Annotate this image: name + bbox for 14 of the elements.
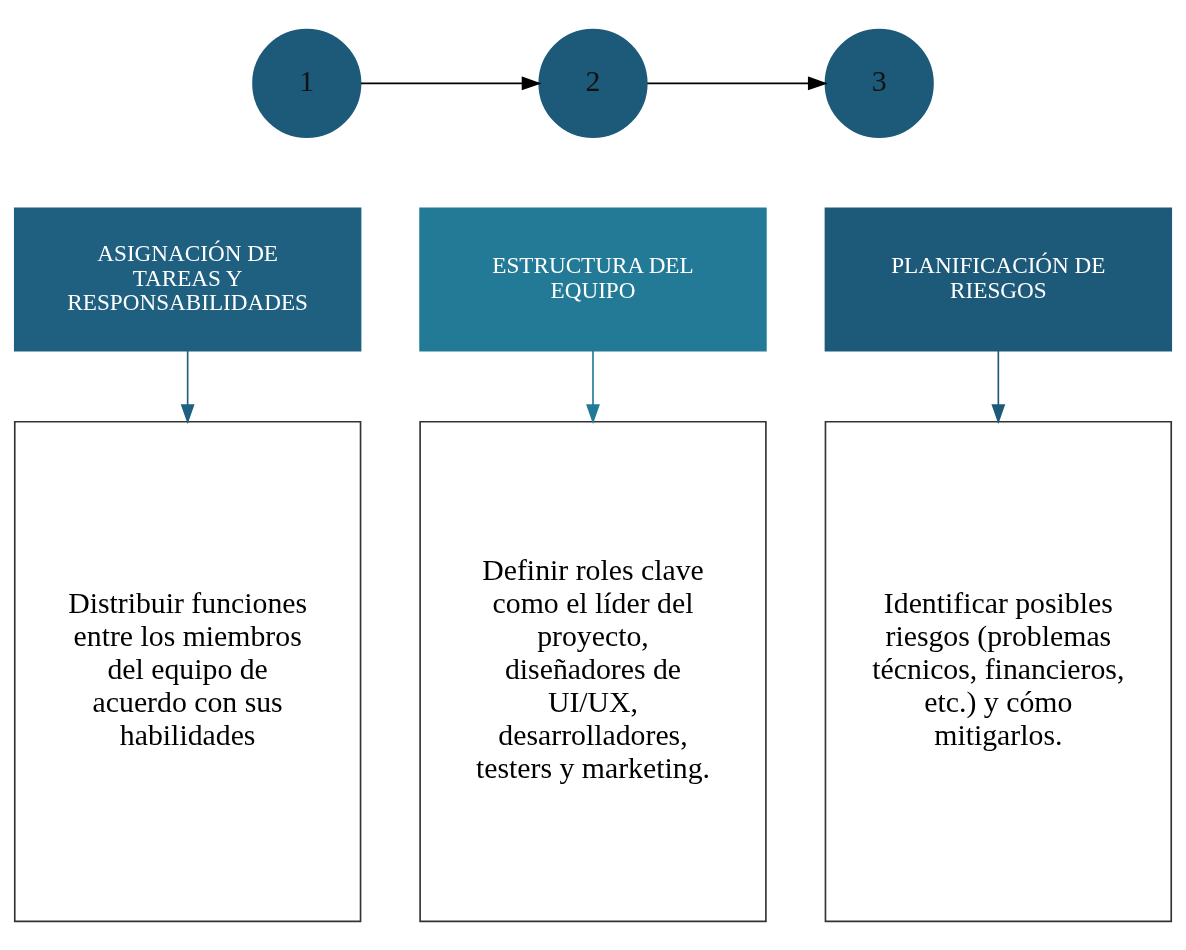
node-circle: 2 bbox=[538, 28, 648, 138]
node-box: Definir roles clave como el líder del proyecto, diseñadores de UI/UX, desarrolladores, testers y marketing. bbox=[419, 420, 767, 922]
node-box: Identificar posibles riesgos (problemas técnicos, financieros, etc.) y cómo mitigarlos. bbox=[824, 420, 1173, 922]
node-circle: 3 bbox=[824, 28, 934, 138]
node-box: ASIGNACIÓN DE TAREAS Y RESPONSABILIDADES bbox=[13, 206, 362, 351]
node-box: ESTRUCTURA DEL EQUIPO bbox=[419, 206, 767, 351]
arrow bbox=[646, 75, 828, 90]
arrow bbox=[586, 349, 600, 424]
node-box: Distribuir funciones entre los miembros del equipo de acuerdo con sus habilidades bbox=[13, 420, 362, 922]
arrow bbox=[991, 349, 1006, 424]
node-circle: 1 bbox=[252, 28, 362, 138]
arrow bbox=[180, 349, 195, 424]
node-box: PLANIFICACIÓN DE RIESGOS bbox=[824, 206, 1173, 351]
arrow bbox=[360, 75, 542, 90]
